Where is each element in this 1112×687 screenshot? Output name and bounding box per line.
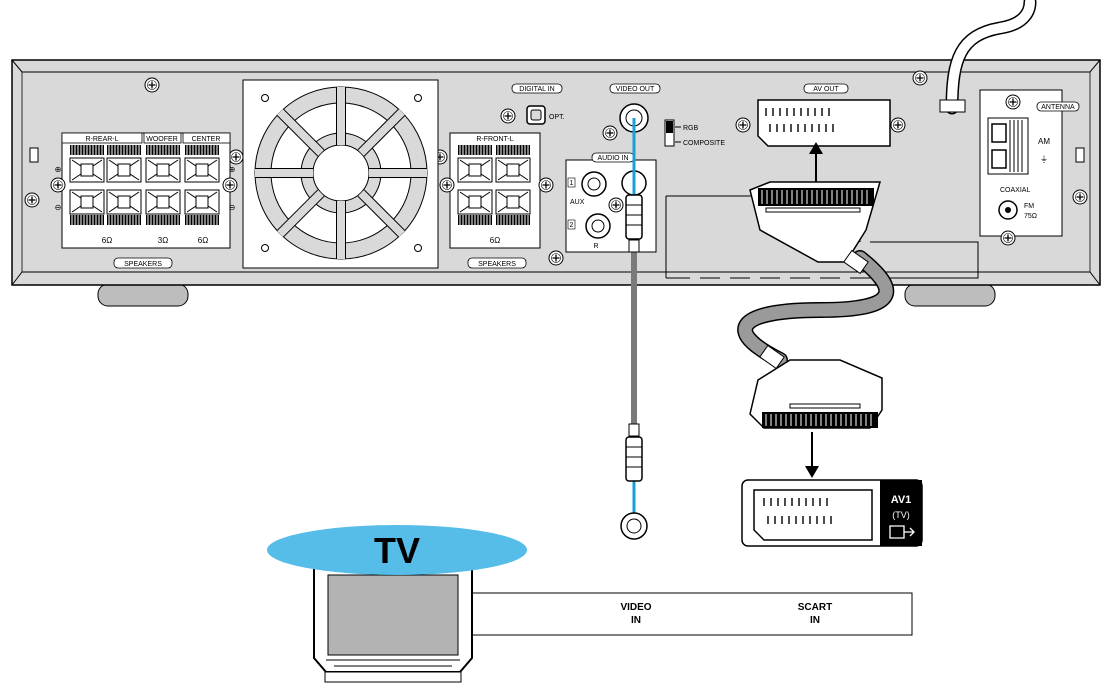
scart-cable <box>737 181 895 429</box>
audio-r-label: R <box>593 243 598 250</box>
tv-video-in-jack[interactable] <box>620 512 648 540</box>
coaxial-label: COAXIAL <box>1000 187 1030 194</box>
speakers-label-right: SPEAKERS <box>478 261 516 268</box>
right-foot <box>904 283 996 307</box>
aux-label: AUX <box>570 199 585 206</box>
tv-label: TV <box>374 530 420 571</box>
composite-video-cable <box>625 118 643 520</box>
digital-in-label: DIGITAL IN <box>519 86 554 93</box>
aux-1-label: 1 <box>570 180 574 187</box>
opt-label: OPT. <box>549 114 565 121</box>
group-label-woofer: WOOFER <box>146 136 178 143</box>
svg-text:⊖: ⊖ <box>55 203 62 212</box>
av1-tv-label: (TV) <box>892 510 910 520</box>
antenna-block: ANTENNA AM ⏚ COAXIAL FM 75Ω <box>979 89 1080 246</box>
am-label: AM <box>1038 137 1050 146</box>
rgb-composite-switch[interactable]: RGB COMPOSITE <box>664 119 725 147</box>
digital-in-jack[interactable]: DIGITAL IN OPT. <box>500 83 565 125</box>
left-foot <box>97 283 189 307</box>
av-out-label: AV OUT <box>813 86 839 93</box>
tv-set: VIDEO IN SCART IN TV <box>267 525 913 683</box>
ohm-rear: 6Ω <box>102 236 112 245</box>
speakers-right-block: R-FRONT-L 6Ω SPEAKERS <box>439 132 554 269</box>
tv-scart-socket[interactable]: AV1 (TV) <box>741 479 923 547</box>
video-out-label: VIDEO OUT <box>616 86 655 93</box>
group-label-rear: R-REAR-L <box>85 136 118 143</box>
speakers-left-block: R-REAR-L WOOFER CENTER 6Ω 3Ω 6Ω SPEAKERS… <box>50 132 238 269</box>
scart-in-line1: SCART <box>798 602 832 613</box>
video-in-line1: VIDEO <box>620 602 651 613</box>
fm-ohm-label: 75Ω <box>1024 213 1037 220</box>
svg-text:⊕: ⊕ <box>229 165 236 174</box>
group-label-center: CENTER <box>192 136 221 143</box>
tv-label-ellipse <box>267 525 527 575</box>
rgb-label: RGB <box>683 125 699 132</box>
fm-label: FM <box>1024 203 1034 210</box>
av-out-scart[interactable]: AV OUT <box>757 83 891 147</box>
input-arrow-icon <box>889 525 915 539</box>
cooling-fan <box>242 79 439 269</box>
speakers-label-left: SPEAKERS <box>124 261 162 268</box>
ground-icon: ⏚ <box>1040 155 1048 164</box>
scart-in-line2: IN <box>810 615 820 626</box>
video-in-line2: IN <box>631 615 641 626</box>
arrow-to-av-out <box>809 142 823 182</box>
group-label-front: R-FRONT-L <box>476 136 513 143</box>
aux-2-label: 2 <box>570 222 574 229</box>
arrow-to-tv-scart <box>805 432 819 478</box>
ohm-front: 6Ω <box>490 236 500 245</box>
av1-label: AV1 <box>891 494 912 506</box>
ohm-center: 6Ω <box>198 236 208 245</box>
svg-text:⊕: ⊕ <box>55 165 62 174</box>
antenna-label: ANTENNA <box>1041 104 1075 111</box>
svg-text:⊖: ⊖ <box>229 203 236 212</box>
composite-label: COMPOSITE <box>683 140 725 147</box>
ohm-woofer: 3Ω <box>158 236 168 245</box>
audio-in-label: AUDIO IN <box>597 155 628 162</box>
